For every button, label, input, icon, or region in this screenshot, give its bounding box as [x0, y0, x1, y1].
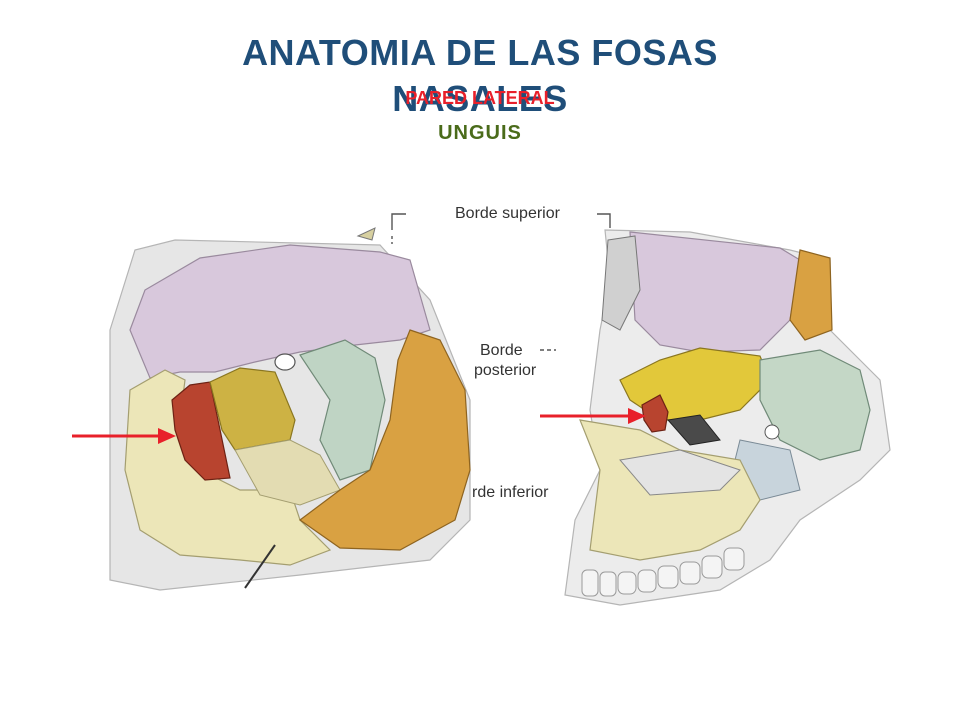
probe-line [244, 544, 276, 589]
lacrimal-bone-left [171, 381, 231, 481]
ethmoid-orbital-plate [209, 367, 296, 451]
label-bracket-marks [391, 213, 611, 351]
frontal-bone-lateral [629, 231, 801, 353]
left-small-fragment [356, 227, 376, 241]
lacrimal-bone-right [641, 394, 669, 433]
label-borde-posterior-2: posterior [474, 362, 537, 379]
sphenoid-pterygoid [759, 349, 871, 461]
sphenoid-body [789, 249, 833, 341]
left-orbit-illustration [109, 227, 471, 591]
slide-title-line-1: ANATOMIA DE LAS FOSAS [242, 32, 718, 73]
pointer-arrow-right [540, 408, 646, 424]
slide-title-line-2: NASALES [392, 78, 568, 119]
bone-name-subtitle: UNGUIS [438, 122, 522, 144]
optic-foramen [274, 353, 296, 371]
frontal-sinus [601, 235, 641, 331]
section-subtitle: PARED LATERAL [405, 88, 555, 108]
teeth-row [581, 547, 745, 597]
right-lateral-wall-illustration [564, 229, 891, 606]
sphenopalatine-foramen [764, 424, 780, 440]
pointer-arrow-left [72, 428, 176, 444]
inferior-concha [619, 449, 741, 496]
label-borde-inferior: rde inferior [472, 484, 549, 501]
label-borde-posterior-1: Borde [480, 342, 523, 359]
frontal-bone [129, 244, 431, 379]
ethmoid-air-cells [667, 414, 721, 446]
zygomatic-bone [298, 329, 471, 551]
label-borde-superior: Borde superior [455, 205, 560, 222]
